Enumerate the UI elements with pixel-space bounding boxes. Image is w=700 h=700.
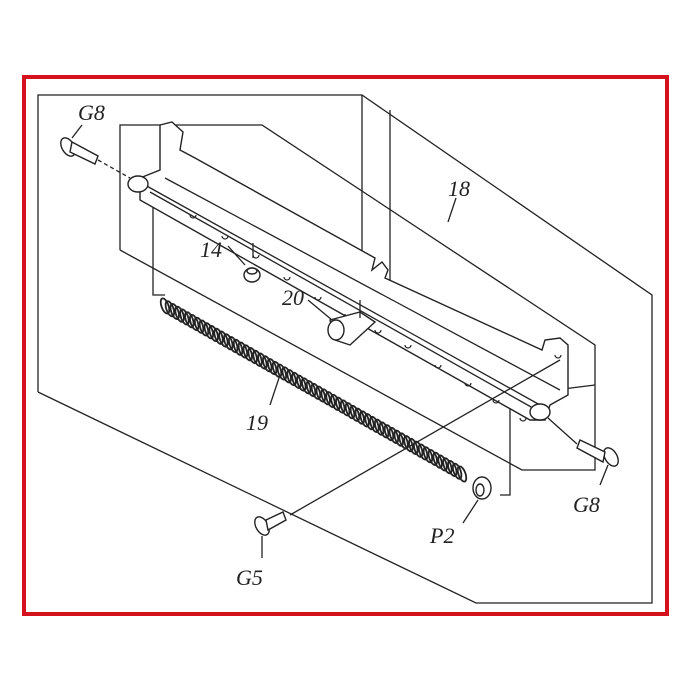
bushing-p2[interactable] — [472, 476, 492, 500]
bracket-part-18[interactable] — [127, 121, 569, 422]
spring-bracket-line — [152, 180, 165, 296]
leader-p2 — [462, 499, 479, 524]
leader-g8-bottom — [599, 464, 609, 486]
label-14: 14 — [200, 237, 222, 262]
nut-part-14[interactable] — [243, 243, 261, 283]
leader-18 — [447, 197, 457, 223]
label-18: 18 — [448, 176, 470, 201]
screw-g8-bottom[interactable] — [547, 417, 621, 469]
label-p2: P2 — [429, 523, 454, 548]
leader-14 — [227, 245, 246, 266]
screw-g5[interactable] — [252, 359, 561, 538]
p2-bracket-line — [500, 405, 511, 496]
screw-g8-top[interactable] — [58, 135, 131, 179]
inner-frame-line — [119, 124, 596, 471]
leader-g8-top — [71, 124, 83, 139]
spring-coil — [456, 465, 468, 483]
label-g8-top: G8 — [78, 100, 105, 125]
clamp-part-20[interactable] — [327, 300, 377, 346]
label-20: 20 — [282, 285, 304, 310]
outer-frame-line — [37, 94, 653, 604]
leader-20 — [307, 299, 333, 321]
label-g8-bottom: G8 — [573, 492, 600, 517]
spring-part-19[interactable] — [159, 297, 468, 483]
label-19: 19 — [246, 410, 268, 435]
leader-19 — [269, 374, 281, 406]
highlight-border — [22, 75, 669, 616]
label-g5: G5 — [236, 565, 263, 590]
